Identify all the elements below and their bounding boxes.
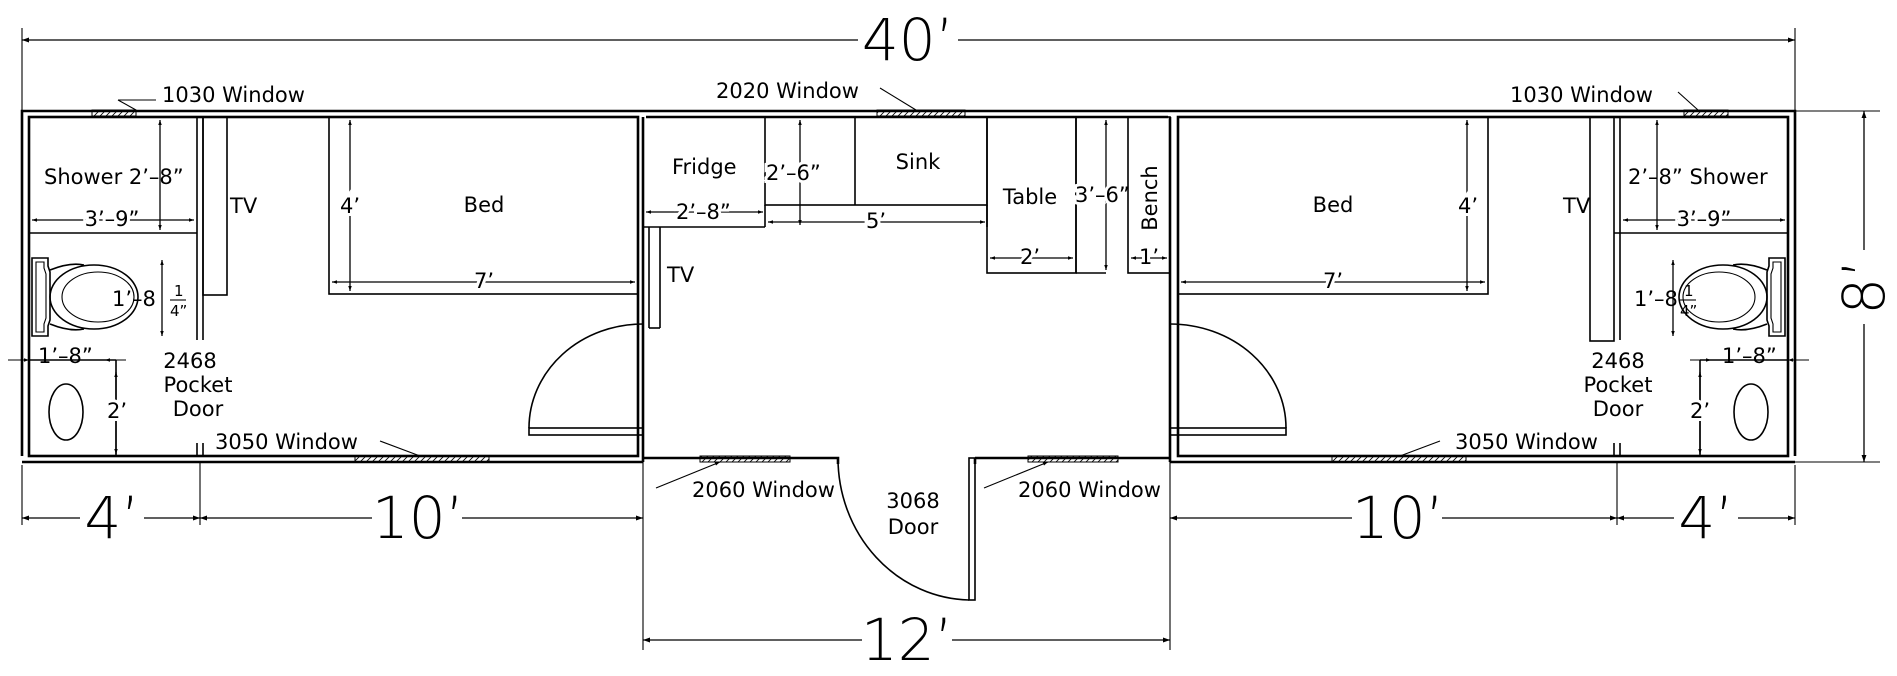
right-bed [1177,116,1489,295]
left-tv-unit [202,116,228,296]
left-bed-label: Bed [464,193,505,217]
left-sink-width-label: 1’–8” [38,344,93,368]
right-bathroom: 2’–8” Shower 3’–9” 1’–8 1 4” 1’–8” 2’ 24… [1584,117,1809,456]
left-toilet-frac-den: 4” [170,302,187,320]
left-shower-width-label: 3’–9” [85,207,140,231]
left-bed-width-label: 4’ [340,194,360,218]
left-toilet-frac-num: 1 [174,282,184,300]
bench [1127,116,1171,274]
right-toilet-icon [1678,257,1786,337]
right-tv-label: TV [1562,194,1591,218]
window-center-right-label: 2060 Window [1018,478,1161,502]
table-length-label: 3’–6” [1075,183,1130,207]
right-bed-length-label: 7’ [1323,269,1343,293]
window-top-left: 1030 Window [91,83,305,117]
right-sink-width-label: 1’–8” [1722,344,1777,368]
bottom-dimensions: 4’ 10’ 12’ 10’ 4’ [21,462,1796,674]
counter-length-label: 5’ [866,209,886,233]
window-center-left: 2060 Window [655,455,835,502]
right-tv-unit [1589,116,1615,342]
right-bed-width-label: 4’ [1458,194,1478,218]
window-top-right: 1030 Window [1510,83,1729,117]
window-bottom-right-label: 3050 Window [1455,430,1598,454]
right-sink-depth-label: 2’ [1690,399,1710,423]
center-dim-label: 12’ [861,606,953,674]
fridge-label: Fridge [672,155,737,179]
window-top-right-label: 1030 Window [1510,83,1653,107]
right-shower-label: 2’–8” Shower [1628,165,1768,189]
bench-width-label: 1’ [1139,245,1159,269]
left-bath-dim-label: 4’ [84,484,139,552]
entry-door [837,457,976,601]
right-door-line2: Door [1593,397,1644,421]
right-sink-icon [1733,383,1769,441]
right-bed-label: Bed [1313,193,1354,217]
right-swing-door [1169,323,1287,436]
right-bedroom: Bed 4’ 7’ TV [1177,116,1615,342]
bench-label: Bench [1138,165,1162,231]
left-swing-door [528,323,644,436]
window-top-left-label: 1030 Window [162,83,305,107]
window-bottom-left: 3050 Window [215,430,490,463]
right-door-line1: Pocket [1584,373,1653,397]
center-tv-label: TV [666,263,695,287]
left-bathroom: Shower 2’–8” 3’–9” 1’–8 1 4” 1’–8” 2’ 24… [8,117,232,456]
right-toilet-frac-den: 4” [1680,302,1697,320]
left-tv-label: TV [229,194,258,218]
entry-door-label: Door [888,515,939,539]
left-shower-label: Shower 2’–8” [44,165,184,189]
entry-door-code: 3068 [886,489,939,513]
window-center-right: 2060 Window [983,455,1161,502]
right-toilet-frac-num: 1 [1684,282,1694,300]
counter-depth-label: 2’–6” [766,161,821,185]
left-sink-depth-label: 2’ [107,399,127,423]
overall-width-label: 8’ [1830,259,1897,314]
window-top-center-label: 2020 Window [716,79,859,103]
overall-length-dimension: 40’ [21,6,1796,112]
overall-width-dimension: 8’ [1790,110,1897,463]
right-door-code: 2468 [1591,349,1644,373]
left-toilet-icon [31,257,139,337]
left-bed [328,116,639,295]
right-shower-width-label: 3’–9” [1677,207,1732,231]
left-bed-length-label: 7’ [474,269,494,293]
window-center-left-label: 2060 Window [692,478,835,502]
fridge-width-label: 2’–8” [676,200,731,224]
right-toilet-dim-label: 1’–8 [1634,287,1678,311]
left-sink-icon [48,383,84,441]
left-door-code: 2468 [163,349,216,373]
center-area: Fridge 2’–8” TV 2’–6” Sink 5’ Table 2’ 3… [528,116,1287,601]
sink-label: Sink [896,150,941,174]
right-bath-dim-label: 4’ [1678,484,1733,552]
left-door-line2: Door [173,397,224,421]
table-label: Table [1002,185,1057,209]
left-door-line1: Pocket [164,373,233,397]
left-toilet-dim-label: 1’–8 [112,287,156,311]
overall-length-label: 40’ [862,6,954,74]
window-bottom-right: 3050 Window [1331,430,1598,463]
left-bedroom: TV Bed 4’ 7’ [202,116,639,296]
left-room-dim-label: 10’ [372,484,464,552]
window-top-center: 2020 Window [716,79,966,117]
window-bottom-left-label: 3050 Window [215,430,358,454]
table-width-label: 2’ [1020,245,1040,269]
right-room-dim-label: 10’ [1352,484,1444,552]
